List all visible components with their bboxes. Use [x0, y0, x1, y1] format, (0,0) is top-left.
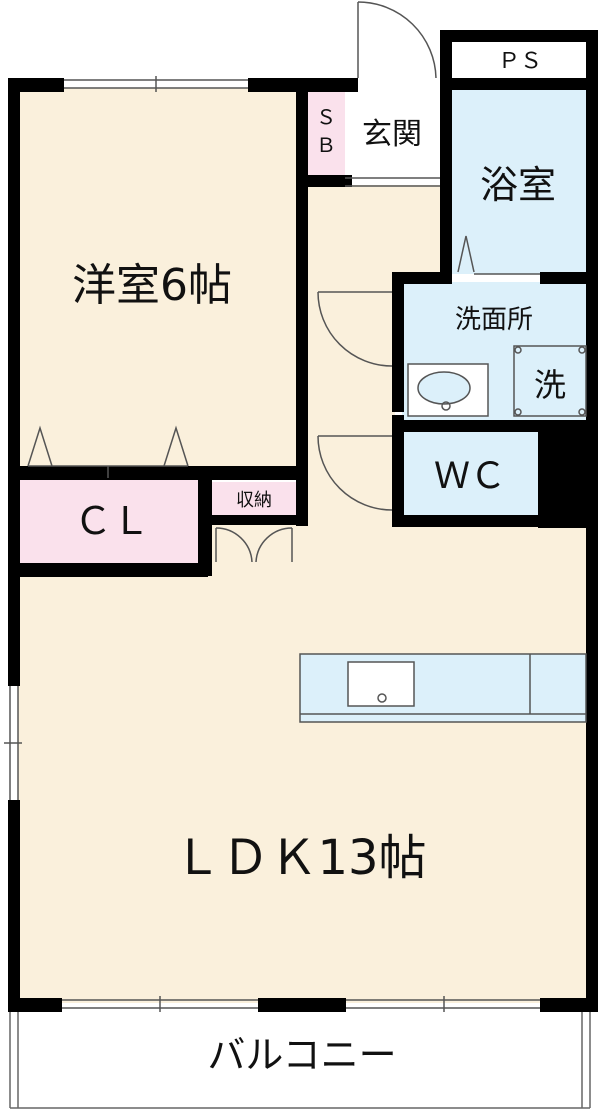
wall	[440, 32, 452, 282]
closet-door	[163, 425, 189, 467]
wall	[538, 420, 596, 528]
sb-label-top: Ｓ	[316, 105, 336, 129]
toilet-label: ＷＣ	[434, 456, 506, 497]
toilet-door-arc	[317, 435, 393, 511]
wall	[296, 88, 308, 526]
hallway-floor	[300, 185, 395, 530]
balcony-outline	[9, 1012, 591, 1109]
washroom-label: 洗面所	[455, 305, 533, 335]
ldk-floor	[18, 525, 588, 1003]
wall	[8, 78, 20, 470]
wall	[540, 998, 598, 1012]
entrance-label: 玄関	[362, 117, 422, 152]
closet-door	[27, 425, 53, 467]
closet-fill	[18, 478, 198, 564]
western-room-label: 洋室6帖	[72, 260, 232, 311]
bathroom-fill	[452, 88, 588, 274]
fixtures	[299, 345, 587, 723]
entrance-door-arc	[357, 1, 437, 79]
walls	[8, 30, 598, 1012]
kitchen-sink	[347, 661, 415, 707]
bathroom-door	[457, 235, 475, 273]
wall	[392, 272, 404, 412]
toilet-fill	[403, 428, 539, 518]
wall	[440, 30, 596, 42]
storage-fill	[212, 482, 296, 518]
western-room-floor	[18, 88, 298, 472]
wall	[212, 515, 308, 525]
wall	[540, 272, 596, 284]
washer-label: 洗	[534, 366, 566, 404]
bathroom-label: 浴室	[480, 163, 556, 207]
wall	[198, 466, 212, 576]
pipe-space-label: ＰＳ	[498, 49, 542, 74]
windows	[4, 76, 540, 1012]
ldk-label: ＬＤＫ13帖	[173, 830, 426, 886]
washroom-door-arc	[317, 291, 393, 367]
ps-fill	[452, 42, 586, 78]
hallway-floor-2	[395, 185, 445, 275]
wall	[8, 998, 62, 1012]
sb-label-bottom: Ｂ	[316, 133, 336, 157]
entrance-floor	[345, 90, 443, 178]
wall	[440, 78, 596, 90]
wall	[8, 466, 308, 480]
wall	[8, 78, 64, 92]
wall	[392, 272, 452, 284]
sb-fill	[308, 90, 345, 178]
storage-label: 収納	[236, 490, 272, 511]
room-fills	[18, 42, 588, 1108]
balcony-fill	[18, 1012, 584, 1108]
wall	[248, 78, 358, 92]
washer-space	[513, 345, 587, 417]
closet-label: ＣＬ	[74, 499, 150, 543]
labels: 洋室6帖 ＣＬ 収納 Ｓ Ｂ 玄関 浴室 洗面所 洗 ＷＣ ＬＤＫ13帖 バルコ…	[72, 49, 566, 1077]
wall	[8, 800, 20, 1012]
wall	[392, 415, 404, 527]
balcony-label: バルコニー	[207, 1033, 396, 1077]
kitchen-counter	[299, 653, 587, 723]
wall	[392, 515, 596, 527]
wall	[258, 998, 346, 1012]
wall	[296, 175, 352, 187]
doors	[27, 1, 540, 563]
wall	[8, 563, 208, 577]
